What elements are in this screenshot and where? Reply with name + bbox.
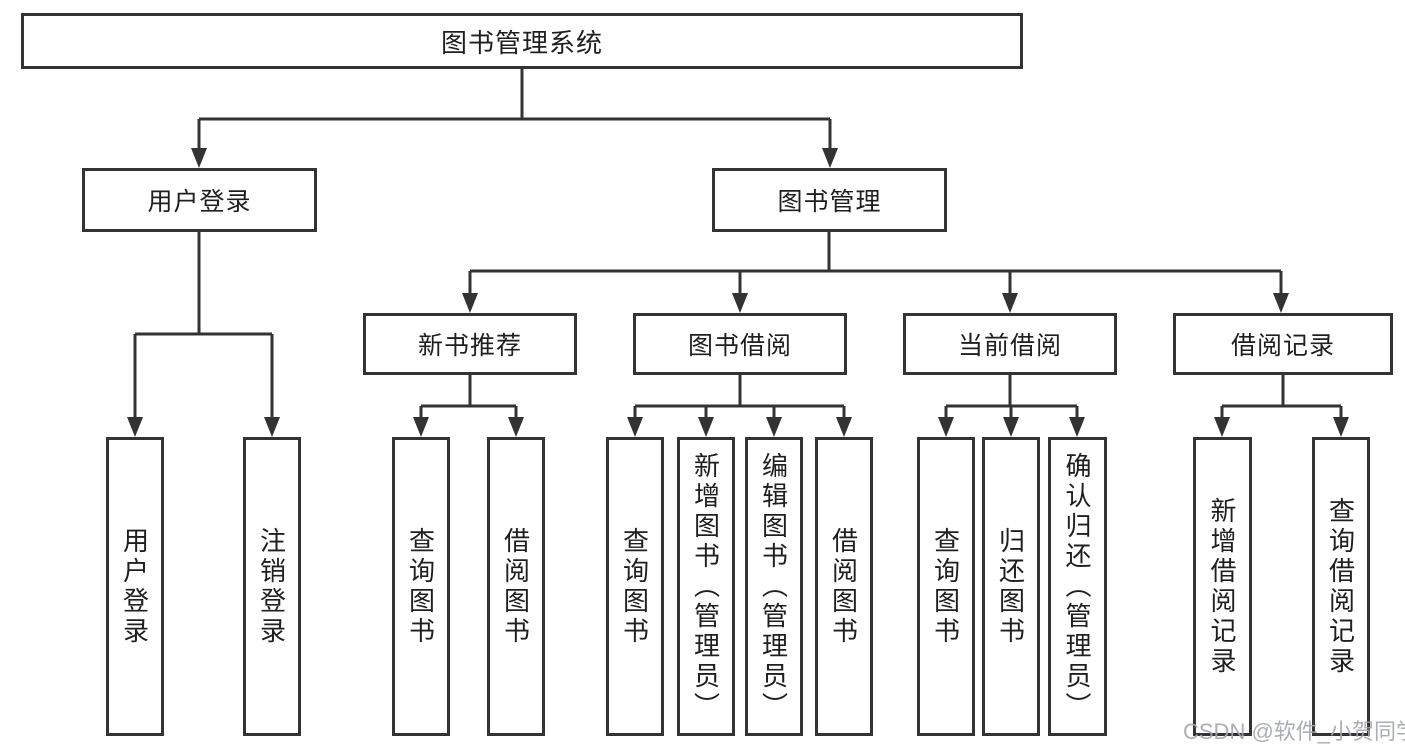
connector-book-management-children: [462, 232, 1289, 313]
leaf-add-book-admin: 新增图书（管理员）: [677, 437, 735, 736]
arrow-head: [1333, 417, 1349, 437]
connector-root-to-level2: [191, 69, 838, 168]
arrow-head: [836, 417, 852, 437]
node-book-management: 图书管理: [712, 168, 947, 232]
arrow-head: [1273, 293, 1289, 313]
arrow-head: [732, 293, 748, 313]
connector-new-book-children: [413, 375, 524, 437]
arrow-head: [1002, 293, 1018, 313]
leaf-query-book-2: 查询图书: [606, 437, 664, 736]
arrow-head: [264, 417, 280, 437]
connector-book-borrow-children: [627, 375, 852, 437]
leaf-edit-book-admin: 编辑图书（管理员）: [745, 437, 803, 736]
node-borrow-records: 借阅记录: [1173, 313, 1393, 375]
node-new-book-recommend: 新书推荐: [363, 313, 577, 375]
connector-borrow-records-children: [1214, 375, 1349, 437]
node-book-borrow: 图书借阅: [633, 313, 847, 375]
arrow-head: [413, 417, 429, 437]
leaf-borrow-book-1: 借阅图书: [487, 437, 545, 736]
arrow-head: [938, 417, 954, 437]
arrow-head: [191, 148, 207, 168]
connector-current-borrow-children: [938, 375, 1085, 437]
leaf-logout: 注销登录: [243, 437, 301, 736]
arrow-head: [508, 417, 524, 437]
arrow-head: [127, 417, 143, 437]
leaf-user-login: 用户登录: [106, 437, 164, 736]
leaf-query-book-3: 查询图书: [917, 437, 975, 736]
connector-user-login-children: [127, 232, 280, 437]
node-root: 图书管理系统: [21, 13, 1023, 69]
arrow-head: [1214, 417, 1230, 437]
leaf-add-borrow-record: 新增借阅记录: [1193, 437, 1252, 736]
arrow-head: [1003, 417, 1019, 437]
leaf-query-book-1: 查询图书: [392, 437, 450, 736]
arrow-head: [822, 148, 838, 168]
leaf-confirm-return-admin: 确认归还（管理员）: [1048, 437, 1107, 736]
node-current-borrow: 当前借阅: [903, 313, 1117, 375]
arrow-head: [766, 417, 782, 437]
arrow-head: [462, 293, 478, 313]
leaf-borrow-book-2: 借阅图书: [815, 437, 873, 736]
arrow-head: [1069, 417, 1085, 437]
leaf-query-borrow-record: 查询借阅记录: [1312, 437, 1370, 736]
watermark: CSDN @软件_小贺同学: [1183, 719, 1405, 744]
arrow-head: [698, 417, 714, 437]
node-user-login-branch: 用户登录: [82, 168, 317, 232]
arrow-head: [627, 417, 643, 437]
leaf-return-book: 归还图书: [982, 437, 1040, 736]
